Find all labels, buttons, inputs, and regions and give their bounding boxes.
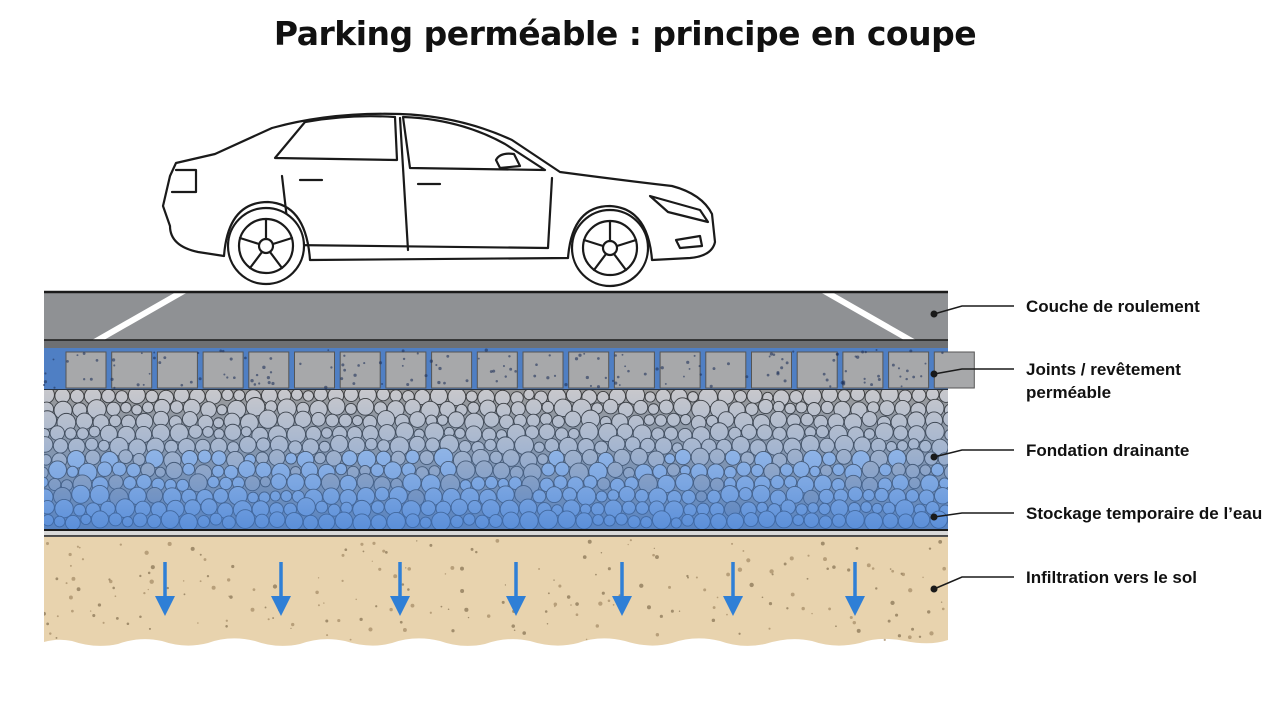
drainage-foundation-layer — [44, 390, 948, 537]
paver-block — [111, 351, 153, 389]
paver-block — [613, 351, 655, 389]
infiltration-arrows — [155, 562, 865, 616]
callout-label-line: Fondation drainante — [1026, 441, 1189, 460]
callout-leader-line — [933, 368, 1014, 375]
paver-block — [385, 351, 427, 389]
callout-label: Infiltration vers le sol — [1026, 568, 1197, 587]
callout-label-line: Infiltration vers le sol — [1026, 568, 1197, 587]
callout-label: Fondation drainante — [1026, 441, 1189, 460]
callout-fondation: Fondation drainante — [930, 441, 1189, 461]
arrow-down-icon — [155, 562, 175, 616]
paver-block — [294, 351, 335, 389]
callout-label: Joints / revêtement perméable — [1026, 360, 1181, 402]
permeable-pavers-layer — [42, 348, 975, 391]
arrow-down-icon — [390, 562, 410, 616]
diagram-title: Parking perméable : principe en coupe — [273, 14, 977, 53]
arrow-down-icon — [506, 562, 526, 616]
water-storage-zone — [44, 390, 948, 530]
paver-block — [796, 351, 838, 389]
callout-label: Couche de roulement — [1026, 297, 1200, 316]
paver-block — [568, 351, 610, 389]
paver-block — [659, 351, 701, 389]
paver-block — [65, 351, 107, 389]
callout-label-line: Joints / revêtement — [1026, 360, 1181, 379]
arrow-down-icon — [723, 562, 743, 616]
sedan-car-icon — [161, 112, 717, 288]
callout-label-line: Couche de roulement — [1026, 297, 1200, 316]
paver-block — [522, 351, 564, 389]
callout-leader-line — [933, 512, 1014, 518]
paver-block — [751, 351, 792, 389]
callout-leader-line — [933, 305, 1014, 315]
arrow-down-icon — [845, 562, 865, 616]
callout-infiltration: Infiltration vers le sol — [930, 568, 1197, 593]
callout-label-line: Stockage temporaire de l’eau — [1026, 504, 1262, 523]
arrow-down-icon — [271, 562, 291, 616]
callout-leader-line — [933, 576, 1014, 590]
paver-block — [339, 351, 381, 389]
callout-label-line: perméable — [1026, 383, 1111, 402]
paver-block — [888, 351, 930, 389]
callout-joints: Joints / revêtement perméable — [930, 360, 1181, 402]
paver-block — [705, 351, 747, 389]
callout-roulement: Couche de roulement — [930, 297, 1200, 318]
paver-block — [842, 351, 884, 389]
wearing-course-layer — [44, 290, 948, 348]
callout-leader-line — [933, 449, 1014, 458]
paver-block — [202, 351, 244, 389]
parking-line-markings — [92, 292, 916, 340]
callout-label: Stockage temporaire de l’eau — [1026, 504, 1262, 523]
callout-stockage: Stockage temporaire de l’eau — [930, 504, 1262, 523]
soil-layer — [44, 537, 948, 646]
arrow-down-icon — [612, 562, 632, 616]
